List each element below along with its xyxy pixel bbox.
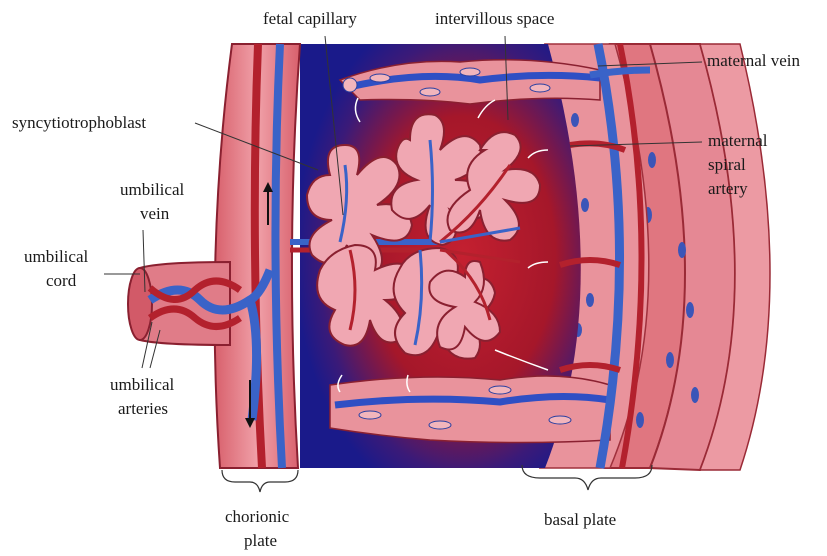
label-maternal-spiral-artery-line3: artery	[708, 179, 748, 198]
label-umbilical-vein-line1: umbilical	[120, 180, 184, 199]
label-umbilical-cord-line2: cord	[46, 271, 77, 290]
label-umbilical-cord: umbilical cord	[24, 247, 92, 290]
label-umbilical-arteries: umbilical arteries	[110, 375, 178, 418]
label-intervillous-space: intervillous space	[435, 9, 554, 28]
label-umbilical-arteries-line2: arteries	[118, 399, 168, 418]
label-syncytiotrophoblast: syncytiotrophoblast	[12, 113, 146, 132]
label-chorionic-plate-line1: chorionic	[225, 507, 290, 526]
label-chorionic-plate-line2: plate	[244, 531, 277, 550]
label-maternal-spiral-artery-line2: spiral	[708, 155, 746, 174]
label-maternal-vein: maternal vein	[707, 51, 800, 70]
label-fetal-capillary: fetal capillary	[263, 9, 357, 28]
label-umbilical-vein-line2: vein	[140, 204, 170, 223]
chorionic-plate-bracket	[222, 470, 298, 492]
label-umbilical-vein: umbilical vein	[120, 180, 188, 223]
plate-brackets	[222, 465, 652, 492]
label-basal-plate: basal plate	[544, 510, 616, 529]
label-umbilical-cord-line1: umbilical	[24, 247, 88, 266]
label-chorionic-plate: chorionic plate	[225, 507, 293, 550]
label-maternal-spiral-artery-line1: maternal	[708, 131, 768, 150]
label-umbilical-arteries-line1: umbilical	[110, 375, 174, 394]
